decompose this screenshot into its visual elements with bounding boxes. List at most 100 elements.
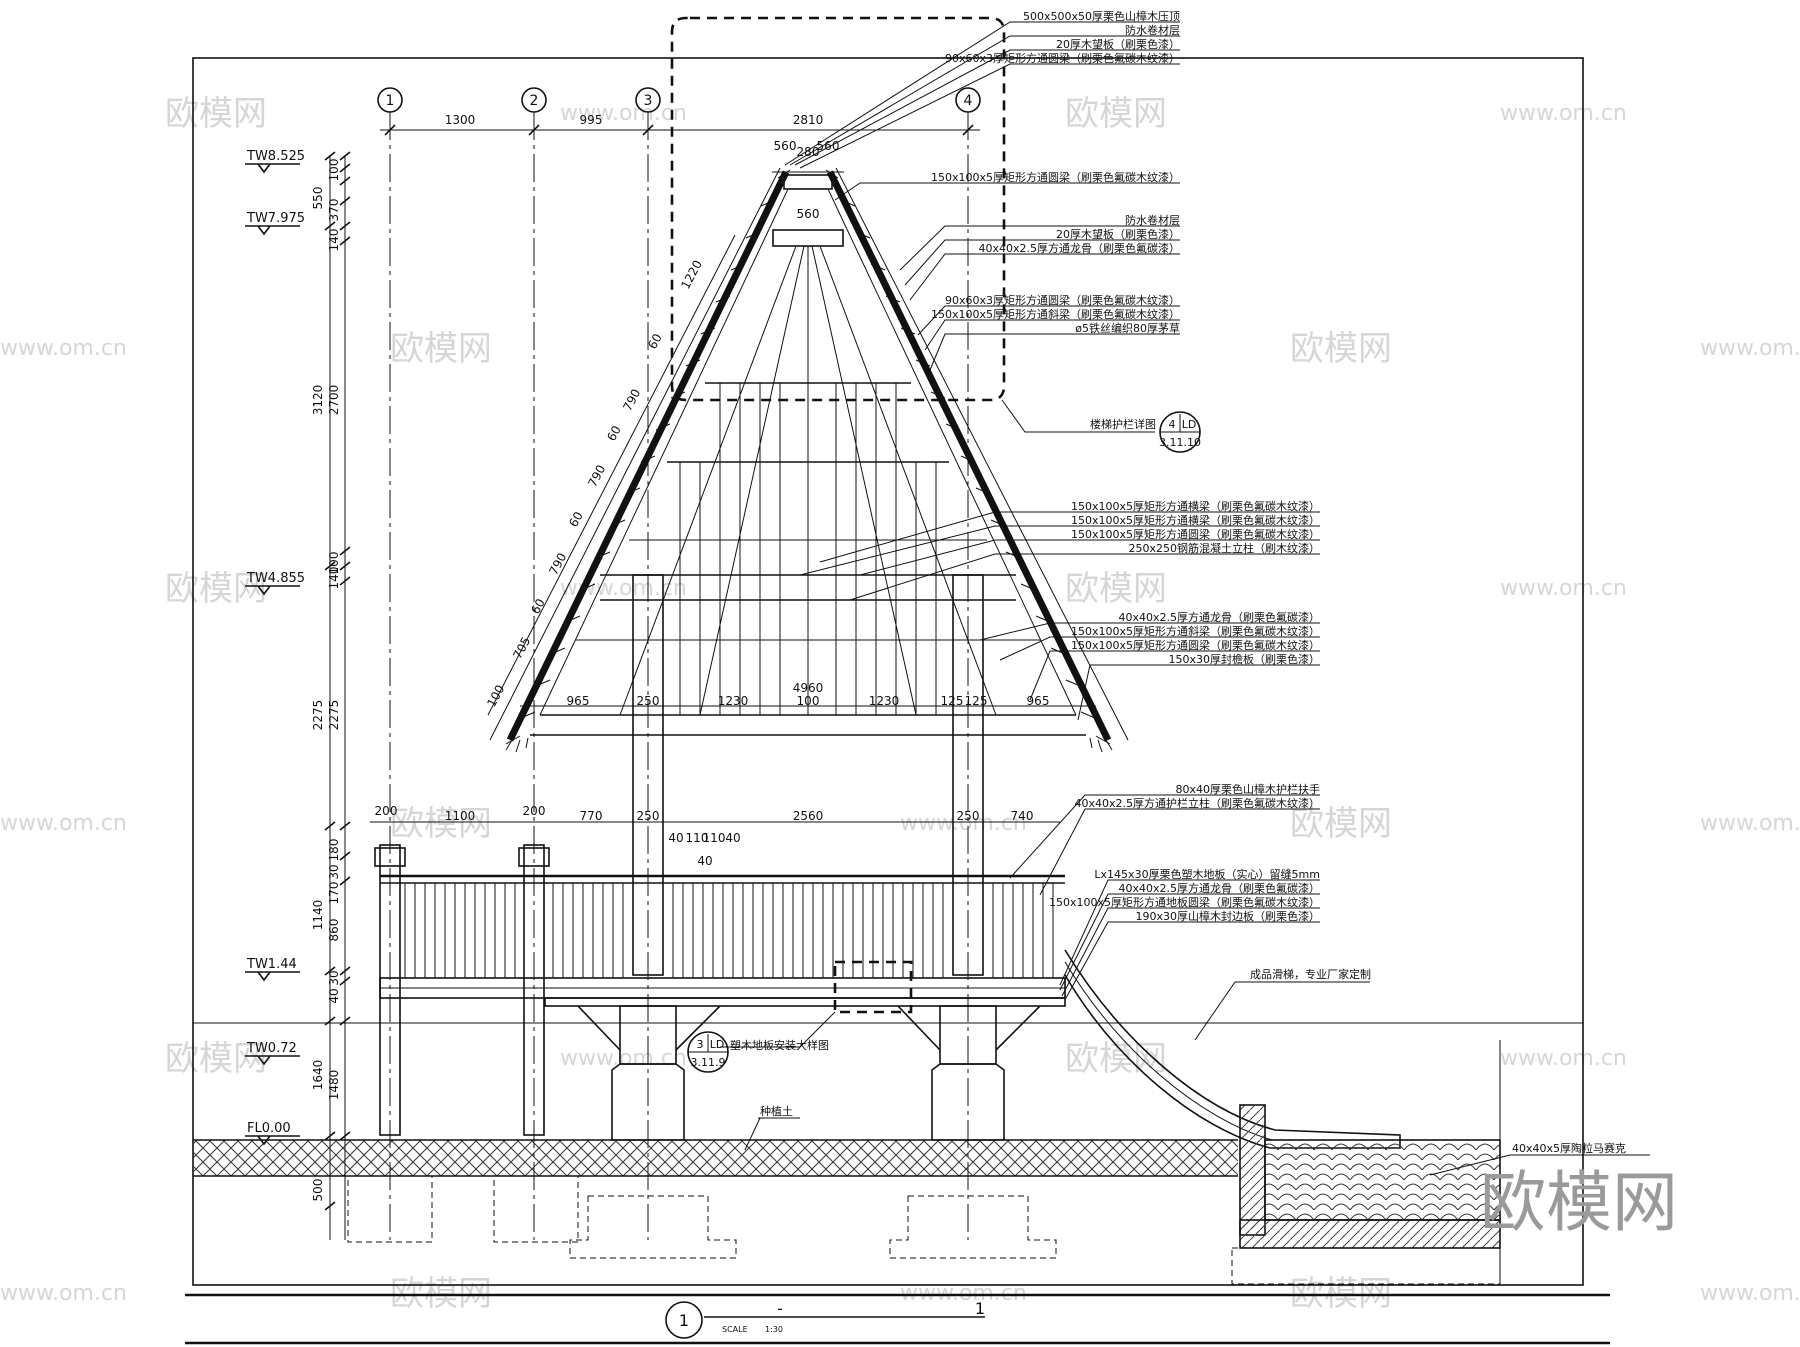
deck-dimension: 770 — [580, 809, 603, 823]
callout-text: 防水卷材层 — [1125, 23, 1180, 37]
callout-text: 40x40x2.5厚方通护栏立柱（刷栗色氟碳木纹漆） — [1074, 796, 1320, 810]
elevation-markers: TW8.525 TW7.975 TW4.855 TW1.44 TW0.72 FL… — [245, 149, 351, 1240]
grid-axes: 1 2 3 4 1300 995 2810 — [377, 87, 981, 1240]
roof-dimension: 790 — [585, 463, 608, 490]
roof-dimension: 1220 — [678, 258, 705, 292]
top-dimension: 995 — [580, 113, 603, 127]
vertical-dimension: 2275 — [327, 700, 341, 731]
callout-text: 20厚木望板（刷栗色漆） — [1056, 37, 1180, 51]
detail-ref-sheet: 3.11.9 — [691, 1056, 726, 1069]
watermark-brand: 欧模网 — [1065, 94, 1167, 134]
watermark-site: www.om.cn — [1700, 1281, 1800, 1306]
watermark-site: www.om.cn — [1700, 811, 1800, 836]
callout-text: 150x100x5厚矩形方通横梁（刷栗色氟碳木纹漆） — [1071, 513, 1320, 527]
callout-text: Lx145x30厚栗色塑木地板（实心）留缝5mm — [1094, 867, 1320, 881]
vertical-dimension: 500 — [311, 1179, 325, 1202]
eave-dimension: 965 — [567, 694, 590, 708]
callout-text: 250x250钢筋混凝土立柱（刷木纹漆） — [1129, 541, 1321, 555]
vertical-dimension: 170 — [327, 882, 341, 905]
deck-dimension: 200 — [375, 804, 398, 818]
eave-dimension: 250 — [637, 694, 660, 708]
detail-ref-number: 3 — [697, 1038, 704, 1051]
watermark-site: www.om.cn — [900, 811, 1027, 836]
vertical-dimension: 370 — [327, 199, 341, 222]
callout-text: 150x100x5厚矩形方通地板圆梁（刷栗色氟碳木纹漆） — [1049, 895, 1320, 909]
sand-callout: 40x40x5厚陶粒马赛克 — [1512, 1141, 1626, 1155]
eave-dimension: 125 — [941, 694, 964, 708]
callout-text: 150x30厚封檐板（刷栗色漆） — [1168, 652, 1320, 666]
watermark-site: www.om.cn — [560, 101, 687, 126]
watermark-site: www.om.cn — [1500, 101, 1627, 126]
detail-ref-label: 塑木地板安装大样图 — [730, 1038, 829, 1052]
detail-ref-sheet-code: LD — [1182, 418, 1197, 431]
slide-callout: 成品滑梯，专业厂家定制 — [1250, 967, 1371, 981]
callout-text: ø5铁丝编织80厚茅草 — [1075, 321, 1180, 335]
ridge-dimension: 560 — [774, 139, 797, 153]
watermark-brand: 欧模网 — [165, 1039, 267, 1079]
vertical-dimension: 100 — [327, 159, 341, 182]
vertical-dimension: 2275 — [311, 700, 325, 731]
elevation-label: TW0.72 — [246, 1041, 297, 1056]
eave-dimension: 1230 — [869, 694, 900, 708]
vertical-dimension: 180 — [327, 839, 341, 862]
rail-dimension: 40 — [725, 831, 740, 845]
callout-text: 40x40x2.5厚方通龙骨（刷栗色氟碳漆） — [978, 241, 1180, 255]
vertical-dimension: 1640 — [311, 1060, 325, 1091]
callout-text: 150x100x5厚矩形方通圆梁（刷栗色氟碳木纹漆） — [1071, 638, 1320, 652]
callout-text: 80x40厚栗色山樟木护栏扶手 — [1175, 782, 1320, 796]
elevation-label: TW7.975 — [246, 211, 305, 226]
eave-dimension: 965 — [1027, 694, 1050, 708]
elevation-label: TW8.525 — [246, 149, 305, 164]
eave-dimension: 1230 — [718, 694, 749, 708]
watermark-site: www.om.cn — [0, 1281, 127, 1306]
columns — [374, 574, 984, 1136]
vertical-dimension: 140 — [327, 567, 341, 590]
vertical-dimension: 140 — [327, 229, 341, 252]
watermark-brand: 欧模网 — [390, 804, 492, 844]
callout-text: 500x500x50厚栗色山樟木压顶 — [1023, 9, 1180, 23]
callout-text: 90x60x3厚矩形方通圆梁（刷栗色氟碳木纹漆） — [945, 51, 1180, 65]
grid-axis-3: 3 — [644, 93, 653, 109]
watermark-brand: 欧模网 — [165, 569, 267, 609]
watermark-brand: 欧模网 — [390, 329, 492, 369]
vertical-dimension: 30 — [327, 970, 341, 985]
elevation-label: TW4.855 — [246, 571, 305, 586]
watermark-site: www.om.cn — [1700, 336, 1800, 361]
watermark-site: www.om.cn — [0, 811, 127, 836]
watermark-site: www.om.cn — [560, 1046, 687, 1071]
eave-dimension: 125 — [965, 694, 988, 708]
watermark-brand: 欧模网 — [165, 94, 267, 134]
vertical-dimension: 30 — [327, 864, 341, 879]
deck-dimension: 2560 — [793, 809, 824, 823]
ridge-inner-dimension: 560 — [797, 207, 820, 221]
roof-dimension: 60 — [528, 596, 548, 616]
rail-dimension: 110 — [703, 831, 726, 845]
deck-dimension: 1100 — [445, 809, 476, 823]
elevation-label: FL0.00 — [247, 1121, 291, 1136]
scale-value: 1:30 — [765, 1325, 783, 1334]
grid-axis-2: 2 — [530, 93, 539, 109]
title-dash: - — [777, 1299, 783, 1318]
detail-ref-number: 4 — [1169, 418, 1176, 431]
deck-dimension: 200 — [523, 804, 546, 818]
watermark-brand: 欧模网 — [1290, 804, 1392, 844]
elevation-label: TW1.44 — [246, 957, 297, 972]
sheet-frame — [185, 57, 1610, 1345]
watermark-brand: 欧模网 — [1065, 569, 1167, 609]
roof-dimension: 100 — [484, 683, 507, 710]
callout-text: 防水卷材层 — [1125, 213, 1180, 227]
vertical-dimension: 3120 — [311, 385, 325, 416]
rail-dimension: 40 — [697, 854, 712, 868]
callout-text: 150x100x5厚矩形方通斜梁（刷栗色氟碳木纹漆） — [931, 307, 1180, 321]
vertical-dimension: 1140 — [311, 900, 325, 931]
vertical-dimension: 860 — [327, 919, 341, 942]
callout-text: 150x100x5厚矩形方通斜梁（刷栗色氟碳木纹漆） — [1071, 624, 1320, 638]
ridge-dimension: 560 — [817, 139, 840, 153]
rail-dimension: 40 — [668, 831, 683, 845]
deck-dimension: 250 — [957, 809, 980, 823]
grid-axis-1: 1 — [386, 93, 395, 109]
callout-text: 150x100x5厚矩形方通圆梁（刷栗色氟碳木纹漆） — [1071, 527, 1320, 541]
roof-dimension: 60 — [645, 331, 665, 351]
title-block: 1 - 1 SCALE 1:30 — [665, 1299, 985, 1339]
